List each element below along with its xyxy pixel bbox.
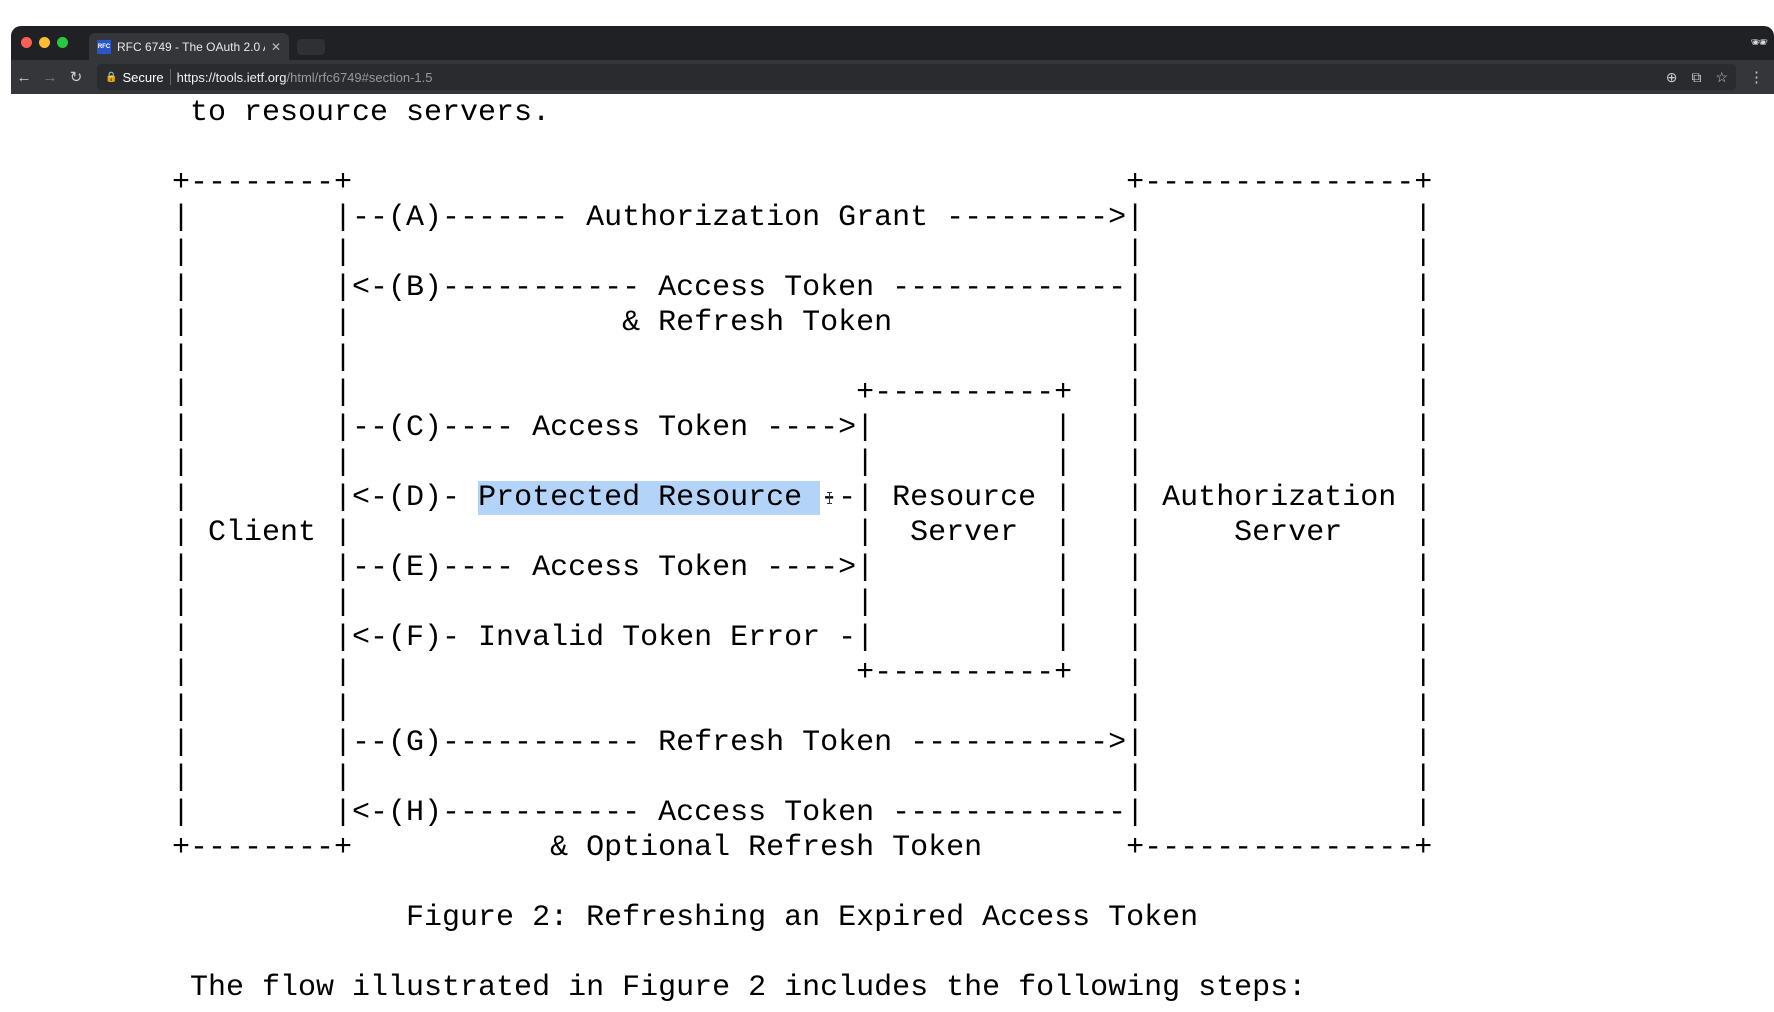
diagram-line: | | | |: [136, 236, 1433, 270]
back-icon[interactable]: ←: [16, 68, 32, 86]
close-tab-icon[interactable]: ✕: [270, 39, 281, 54]
diagram-line: | |--(G)----------- Refresh Token ------…: [136, 726, 1433, 760]
rfc-document: to resource servers. +--------+ +-------…: [136, 96, 1432, 1006]
diagram-line: | | & Refresh Token | |: [136, 306, 1433, 340]
tab-title: RFC 6749 - The OAuth 2.0 Aut: [117, 39, 265, 54]
close-window-button[interactable]: [21, 37, 32, 48]
diagram-line: | |<-(H)----------- Access Token -------…: [136, 796, 1433, 830]
diagram-line: | |<-(F)- Invalid Token Error -| | | |: [136, 621, 1433, 655]
diagram-line: | Client | | Server | | Server |: [136, 516, 1433, 550]
divider: [169, 69, 171, 85]
diagram-line: | | | | | |: [136, 446, 1433, 480]
selected-text[interactable]: Protected Resource: [478, 481, 821, 515]
forward-icon[interactable]: →: [42, 68, 58, 86]
diagram-line: | |--(A)------- Authorization Grant ----…: [136, 201, 1433, 235]
tab-strip: RFC RFC 6749 - The OAuth 2.0 Aut ✕ 🕶: [11, 26, 1774, 60]
toolbar: ← → ↻ 🔒 Secure https://tools.ietf.org/ht…: [11, 60, 1774, 94]
diagram-line: | | | |: [136, 761, 1433, 795]
intro-line: to resource servers.: [136, 96, 551, 130]
secure-label: Secure: [122, 69, 164, 85]
reload-icon[interactable]: ↻: [69, 69, 83, 86]
zoom-icon[interactable]: ⊕: [1665, 68, 1678, 85]
diagram-part-1: +--------+ +---------------+ | |--(A)---…: [136, 166, 1432, 481]
diagram-line: +--------+ & Optional Refresh Token +---…: [136, 831, 1433, 865]
maximize-window-button[interactable]: [57, 37, 68, 48]
paragraph-line: The flow illustrated in Figure 2 include…: [136, 971, 1307, 1005]
diagram-line: | |--(C)---- Access Token ---->| | | |: [136, 411, 1433, 445]
diagram-line: | | | |: [136, 341, 1433, 375]
diagram-line: | | +----------+ | |: [136, 376, 1433, 410]
diagram-line: | | +----------+ | |: [136, 656, 1433, 690]
window-controls: [21, 37, 68, 48]
blank-line: [136, 936, 1432, 971]
incognito-icon: 🕶: [1750, 34, 1768, 50]
address-bar[interactable]: 🔒 Secure https://tools.ietf.org/html/rfc…: [97, 64, 1736, 90]
menu-icon[interactable]: ⋮: [1749, 69, 1764, 86]
line-d-before: | |<-(D)-: [136, 481, 479, 515]
favicon-icon: RFC: [97, 39, 111, 54]
blank-line: [136, 131, 1432, 166]
diagram-line-d: | |<-(D)- Protected Resource --| Resourc…: [136, 481, 1432, 516]
figure-caption: Figure 2: Refreshing an Expired Access T…: [136, 901, 1199, 935]
diagram-line: | | | | | |: [136, 586, 1433, 620]
diagram-line: | | | |: [136, 691, 1433, 725]
minimize-window-button[interactable]: [39, 37, 50, 48]
diagram-line: | |--(E)---- Access Token ---->| | | |: [136, 551, 1433, 585]
url-host: https://tools.ietf.org: [176, 69, 287, 85]
star-icon[interactable]: ☆: [1715, 68, 1728, 85]
new-tab-button[interactable]: [297, 39, 325, 55]
line-d-after: --| Resource | | Authorization |: [820, 481, 1433, 515]
tab-rfc6749[interactable]: RFC RFC 6749 - The OAuth 2.0 Aut ✕: [89, 33, 289, 60]
lock-icon: 🔒: [105, 71, 118, 83]
diagram-line: +--------+ +---------------+: [136, 166, 1433, 200]
url-path: /html/rfc6749#section-1.5: [286, 69, 433, 85]
diagram-part-2: | Client | | Server | | Server | | |--(E…: [136, 516, 1432, 866]
text-cursor-icon: [827, 492, 832, 504]
translate-icon[interactable]: ⧉: [1691, 68, 1702, 85]
blank-line: [136, 866, 1432, 901]
browser-chrome: RFC RFC 6749 - The OAuth 2.0 Aut ✕ 🕶 ← →…: [11, 26, 1774, 94]
diagram-line: | |<-(B)----------- Access Token -------…: [136, 271, 1433, 305]
